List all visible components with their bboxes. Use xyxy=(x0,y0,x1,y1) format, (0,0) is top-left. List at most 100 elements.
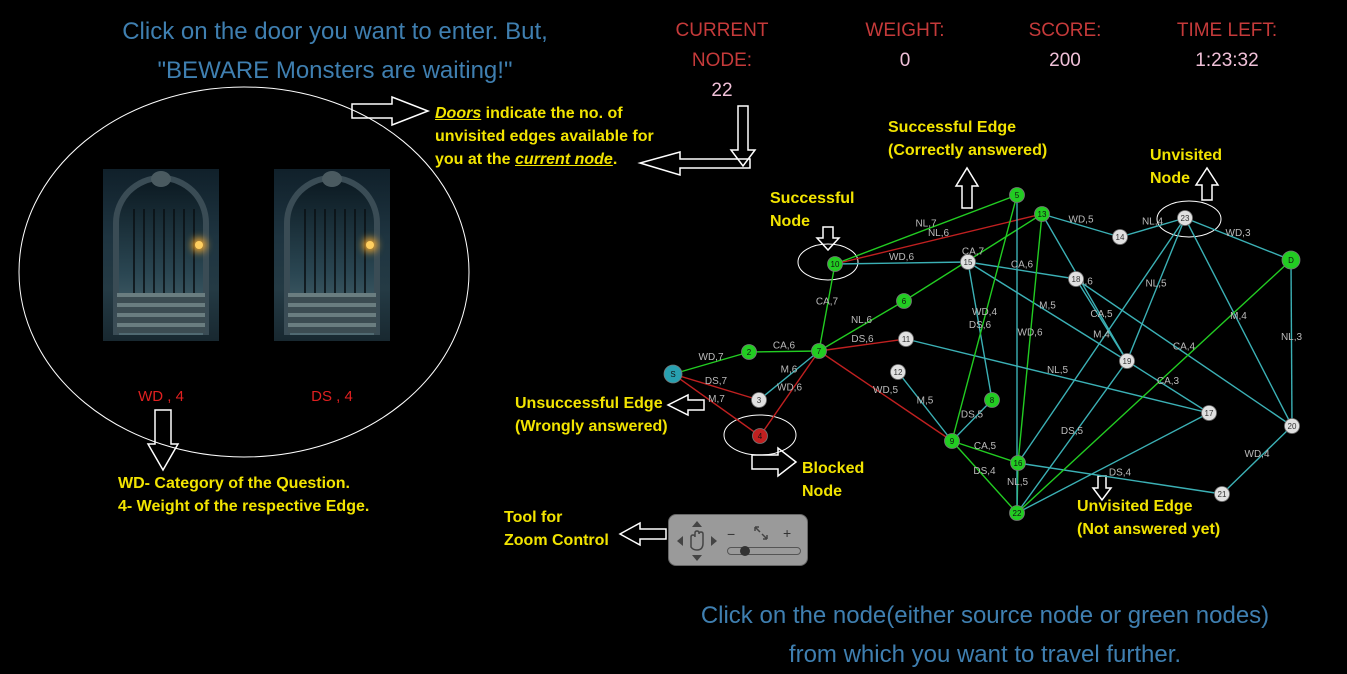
graph-node-8[interactable]: 8 xyxy=(984,392,1000,408)
zoom-out-button[interactable]: − xyxy=(727,526,736,542)
graph-edge-13-14 xyxy=(1041,213,1121,238)
graph-node-16[interactable]: 16 xyxy=(1010,455,1026,471)
graph-edge-15-18 xyxy=(967,261,1077,280)
node-circle[interactable] xyxy=(751,392,767,408)
fit-view-icon[interactable] xyxy=(753,525,769,541)
node-circle[interactable] xyxy=(1214,486,1230,502)
graph-node-5[interactable]: 5 xyxy=(1009,187,1025,203)
successful-edge-note-line-2: (Correctly answered) xyxy=(888,142,1048,159)
node-circle[interactable] xyxy=(752,428,768,444)
door-2[interactable] xyxy=(274,169,390,341)
node-circle[interactable] xyxy=(1284,418,1300,434)
blocked-node-note-line-2: Node xyxy=(802,483,842,500)
zoom-in-button[interactable]: + xyxy=(783,525,792,541)
graph-node-6[interactable]: 6 xyxy=(896,293,912,309)
edge-label: DS,4 xyxy=(973,466,996,477)
edge-label: M,5 xyxy=(917,396,934,407)
graph-node-14[interactable]: 14 xyxy=(1112,229,1128,245)
edge-label: DS,6 xyxy=(851,334,874,345)
graph-node-7[interactable]: 7 xyxy=(811,343,827,359)
successful-edge-note-line-1: Successful Edge xyxy=(888,119,1017,136)
graph-node-D[interactable]: D xyxy=(1281,250,1301,270)
node-circle[interactable] xyxy=(984,392,1000,408)
node-label: 13 xyxy=(1038,210,1047,219)
node-circle[interactable] xyxy=(1281,250,1301,270)
graph-node-21[interactable]: 21 xyxy=(1214,486,1230,502)
node-circle[interactable] xyxy=(1034,206,1050,222)
node-circle[interactable] xyxy=(890,364,906,380)
graph-node-2[interactable]: 2 xyxy=(741,344,757,360)
node-circle[interactable] xyxy=(1112,229,1128,245)
edge-label: NL,5 xyxy=(1007,477,1029,488)
doors-note-keyword: Doors xyxy=(435,105,482,122)
node-circle[interactable] xyxy=(1201,405,1217,421)
node-circle[interactable] xyxy=(663,364,683,384)
node-label: 17 xyxy=(1205,409,1214,418)
graph-node-17[interactable]: 17 xyxy=(1201,405,1217,421)
successful-node-note: Successful Node xyxy=(770,187,854,233)
node-circle[interactable] xyxy=(896,293,912,309)
graph-node-12[interactable]: 12 xyxy=(890,364,906,380)
graph-edge-12-9 xyxy=(897,371,953,442)
graph-edge-14-23 xyxy=(1119,217,1186,238)
node-circle[interactable] xyxy=(1177,210,1193,226)
graph-node-4[interactable]: 4 xyxy=(752,428,768,444)
doors-note-text: you at the xyxy=(435,151,516,168)
graph-node-22[interactable]: 22 xyxy=(1009,505,1025,521)
zoom-slider-track[interactable] xyxy=(727,547,801,555)
node-label: 2 xyxy=(747,348,752,357)
node-label: 11 xyxy=(902,335,911,344)
node-circle[interactable] xyxy=(944,433,960,449)
node-circle[interactable] xyxy=(811,343,827,359)
node-label: 23 xyxy=(1181,214,1190,223)
graph-node-19[interactable]: 19 xyxy=(1119,353,1135,369)
node-circle[interactable] xyxy=(1010,455,1026,471)
blocked-node-note: Blocked Node xyxy=(802,457,864,503)
pan-control[interactable] xyxy=(675,519,719,563)
graph-edge-2-7 xyxy=(748,350,820,353)
pan-left-icon[interactable] xyxy=(677,536,683,546)
pan-up-icon[interactable] xyxy=(692,521,702,527)
node-circle[interactable] xyxy=(741,344,757,360)
current-node-label-2: NODE: xyxy=(691,50,753,71)
graph-edge-10-5 xyxy=(834,194,1018,265)
edge-label: DS,7 xyxy=(705,376,728,387)
graph-node-S[interactable]: S xyxy=(663,364,683,384)
node-circle[interactable] xyxy=(1119,353,1135,369)
lamp-icon xyxy=(366,241,374,249)
graph-edge-D-22 xyxy=(1016,259,1292,514)
edge-label: DS,6 xyxy=(969,320,992,331)
node-label: 18 xyxy=(1072,275,1081,284)
node-label: 16 xyxy=(1014,459,1023,468)
unsuccessful-edge-note-line-2: (Wrongly answered) xyxy=(515,418,668,435)
graph-node-20[interactable]: 20 xyxy=(1284,418,1300,434)
graph-node-3[interactable]: 3 xyxy=(751,392,767,408)
pan-right-icon[interactable] xyxy=(711,536,717,546)
node-circle[interactable] xyxy=(827,256,843,272)
graph-edge-S-4 xyxy=(672,373,761,437)
graph-node-18[interactable]: 18 xyxy=(1068,271,1084,287)
lamp-icon xyxy=(195,241,203,249)
graph-edge-23-19 xyxy=(1126,217,1186,362)
graph-node-10[interactable]: 10 xyxy=(827,256,843,272)
node-circle[interactable] xyxy=(1068,271,1084,287)
zoom-slider-handle[interactable] xyxy=(739,546,750,556)
graph-node-13[interactable]: 13 xyxy=(1034,206,1050,222)
successful-node-note-line-1: Successful xyxy=(770,190,855,207)
node-circle[interactable] xyxy=(1009,187,1025,203)
graph-node-11[interactable]: 11 xyxy=(898,331,914,347)
node-circle[interactable] xyxy=(1009,505,1025,521)
node-circle[interactable] xyxy=(960,254,976,270)
graph-node-15[interactable]: 15 xyxy=(960,254,976,270)
hand-icon[interactable] xyxy=(690,530,704,551)
node-circle[interactable] xyxy=(898,331,914,347)
door-1[interactable] xyxy=(103,169,219,341)
node-label: 5 xyxy=(1015,191,1020,200)
node-label: 6 xyxy=(902,297,907,306)
graph-edge-17-22 xyxy=(1016,412,1210,514)
pan-down-icon[interactable] xyxy=(692,555,702,561)
graph-node-23[interactable]: 23 xyxy=(1177,210,1193,226)
edges-layer xyxy=(672,194,1293,514)
arrow-up-icon xyxy=(1194,166,1220,201)
graph-node-9[interactable]: 9 xyxy=(944,433,960,449)
